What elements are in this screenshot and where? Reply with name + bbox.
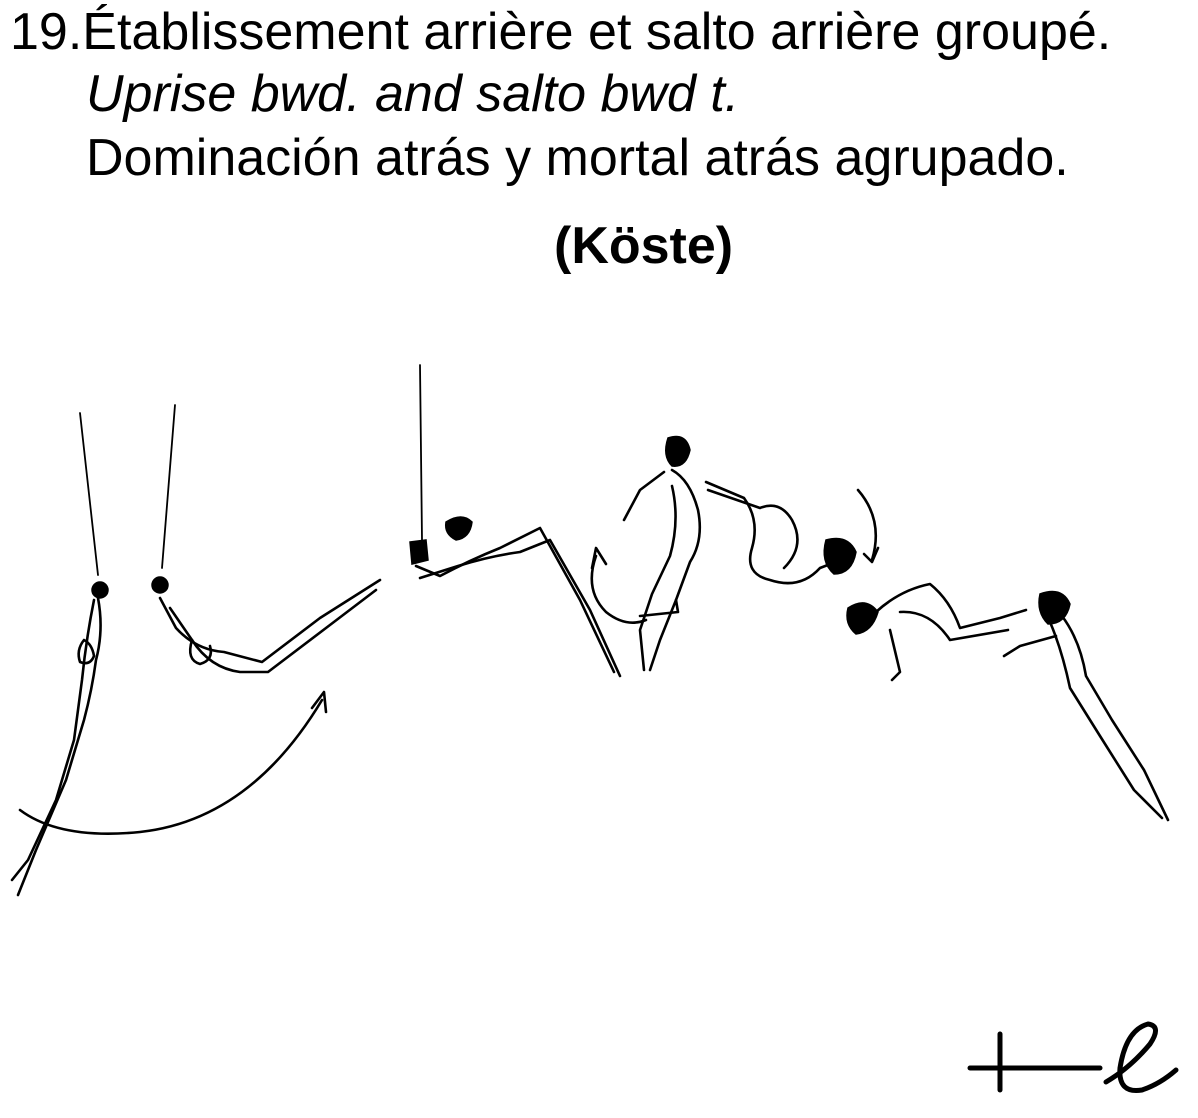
swing-arrow-icon (18, 698, 324, 835)
gymnast-rise-figure (622, 435, 702, 672)
uprise-salto-notation-icon (967, 1021, 1179, 1094)
salto-arrow-icon (856, 488, 878, 562)
element-name-english: Uprise bwd. and salto bwd t. (86, 65, 740, 123)
gymnast-swing-figure (151, 404, 382, 674)
gymnast-final-figure (1002, 590, 1170, 822)
gymnast-hang-figure (10, 412, 109, 897)
element-name-french: Établissement arrière et salto arrière g… (82, 3, 1112, 61)
rotation-arrow-icon (590, 554, 648, 624)
element-number: 19. (10, 3, 83, 61)
element-named-after: (Köste) (554, 217, 734, 275)
gymnast-support-figure (846, 582, 1028, 682)
element-title-french: 19.Établissement arrière et salto arrièr… (10, 2, 1111, 62)
gymnast-tuck-figure (704, 480, 857, 585)
element-name-spanish: Dominación atrás y mortal atrás agrupado… (86, 129, 1069, 187)
gymnast-uprise-figure (409, 364, 622, 678)
